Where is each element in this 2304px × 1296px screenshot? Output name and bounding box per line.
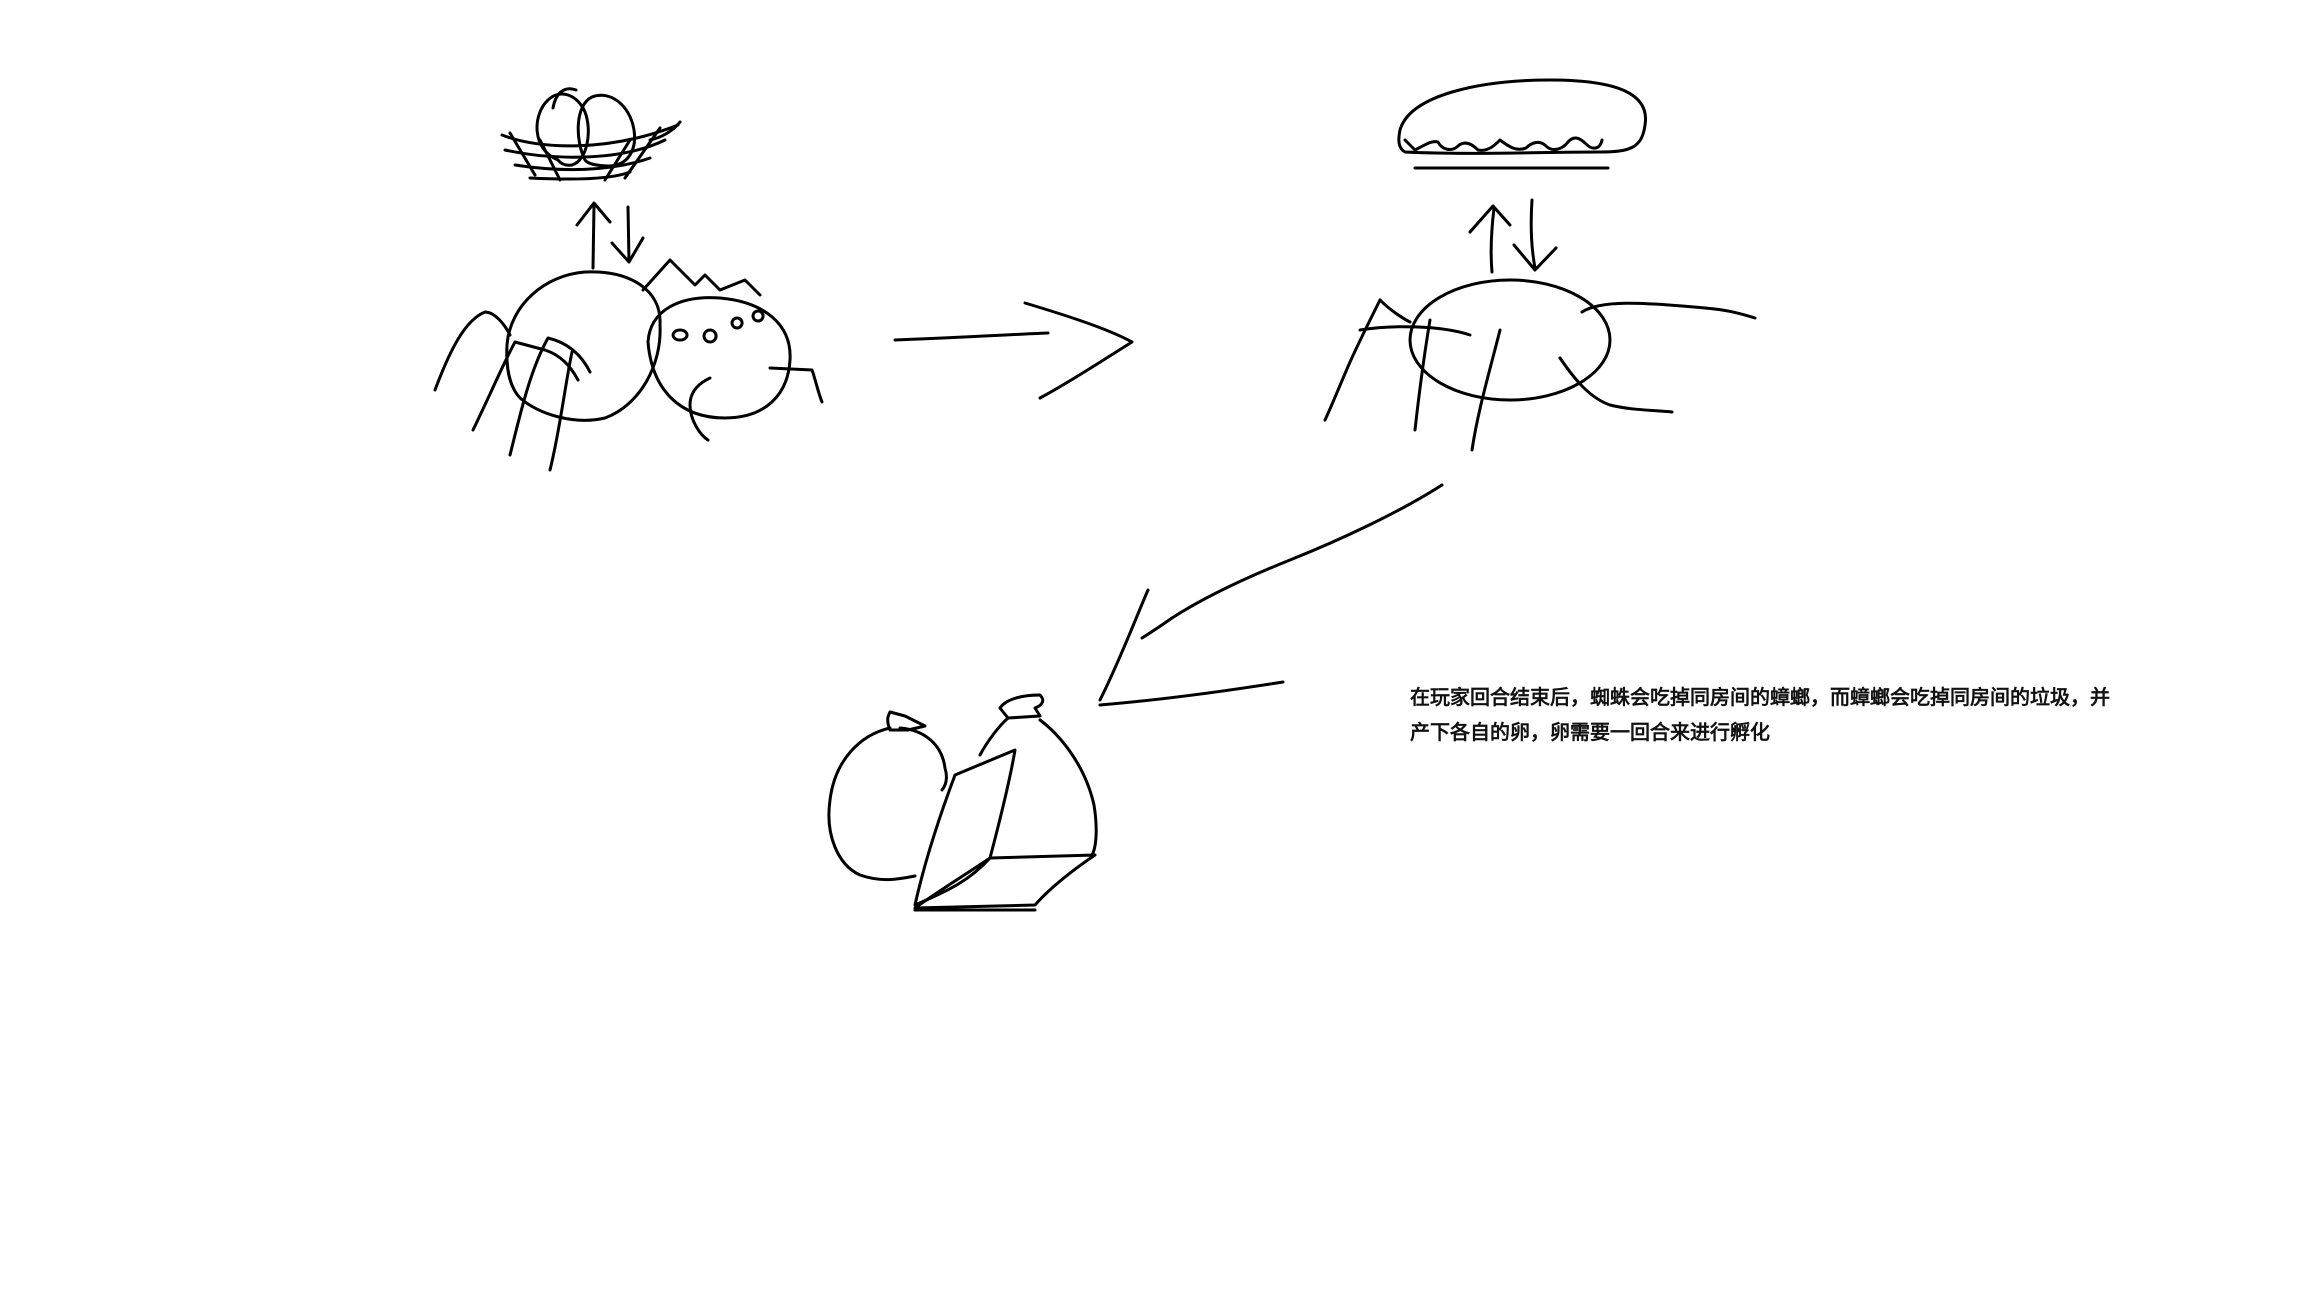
nest-web-9	[648, 120, 682, 142]
garbage-bag-right	[978, 716, 1010, 757]
spider-leg-5	[688, 376, 712, 442]
spider-eye-4	[751, 309, 765, 323]
nest-egg-left	[535, 92, 590, 167]
spider-leg-3	[508, 336, 592, 457]
nest-egg-right	[576, 93, 637, 168]
spider-abdomen	[505, 270, 662, 422]
down-left-arrow-icon	[1098, 483, 1444, 707]
cockroach-icon	[1323, 278, 1757, 452]
right-arrow-head	[1023, 301, 1134, 400]
garbage-box-top	[913, 853, 1097, 910]
down-arrow-icon	[1512, 198, 1558, 272]
cockroach-leg-2	[1413, 318, 1432, 432]
garbage-box-front	[913, 748, 1017, 907]
spider-icon	[433, 258, 824, 472]
cockroach-body	[1408, 278, 1612, 402]
spider-egg-cycle-arrows	[575, 201, 645, 270]
nest-web-8	[623, 126, 662, 180]
cockroach-leg-4	[1378, 298, 1412, 324]
spider-leg-4	[548, 350, 574, 472]
cockroach-egg-case-icon	[1397, 78, 1648, 170]
right-arrow-shaft	[893, 331, 1050, 342]
garbage-bag-left-knot	[886, 710, 927, 732]
nest-web-6	[538, 138, 562, 182]
nest-web-7	[603, 138, 632, 182]
spider-leg-6	[768, 366, 824, 404]
up-arrow-icon	[1468, 204, 1512, 274]
garbage-bag-right-side	[1038, 718, 1098, 857]
nest-web-1	[500, 123, 680, 148]
spider-head	[646, 296, 792, 420]
nest-web-5	[508, 131, 537, 177]
egg-case-shell	[1397, 78, 1648, 155]
down-left-arrow-head-top	[1098, 588, 1150, 702]
spider-spikes	[641, 258, 762, 297]
egg-case-ridges	[1403, 136, 1604, 152]
nest-web-4	[528, 170, 632, 181]
garbage-bag-right-knot	[998, 693, 1045, 720]
nest-egg-top	[551, 87, 578, 110]
nest-web-3	[513, 156, 652, 172]
garbage-bag-left-right	[898, 726, 948, 792]
cockroach-antenna	[1580, 301, 1757, 320]
spider-eye-3	[730, 316, 744, 330]
cockroach-egg-cycle-arrows	[1468, 198, 1558, 274]
cockroach-leg-1	[1323, 298, 1382, 422]
spider-leg-1	[433, 310, 512, 392]
spider-eye-2	[702, 328, 718, 344]
garbage-icon	[827, 693, 1098, 912]
down-left-arrow-shaft	[1140, 483, 1444, 640]
cockroach-leg-5	[1558, 356, 1674, 414]
down-left-arrow-head-bottom	[1098, 680, 1285, 707]
garbage-bag-left	[827, 726, 917, 882]
down-arrow-icon	[610, 205, 645, 264]
rules-caption: 在玩家回合结束后，蜘蛛会吃掉同房间的蟑螂，而蟑螂会吃掉同房间的垃圾，并产下各自的…	[1410, 685, 2110, 744]
cockroach-wing-line	[1358, 325, 1472, 337]
up-arrow-icon	[575, 201, 612, 270]
spider-egg-nest-icon	[500, 87, 682, 182]
cockroach-leg-3	[1470, 328, 1502, 452]
spider-eye-1	[671, 328, 689, 342]
right-arrow-icon	[893, 301, 1134, 400]
